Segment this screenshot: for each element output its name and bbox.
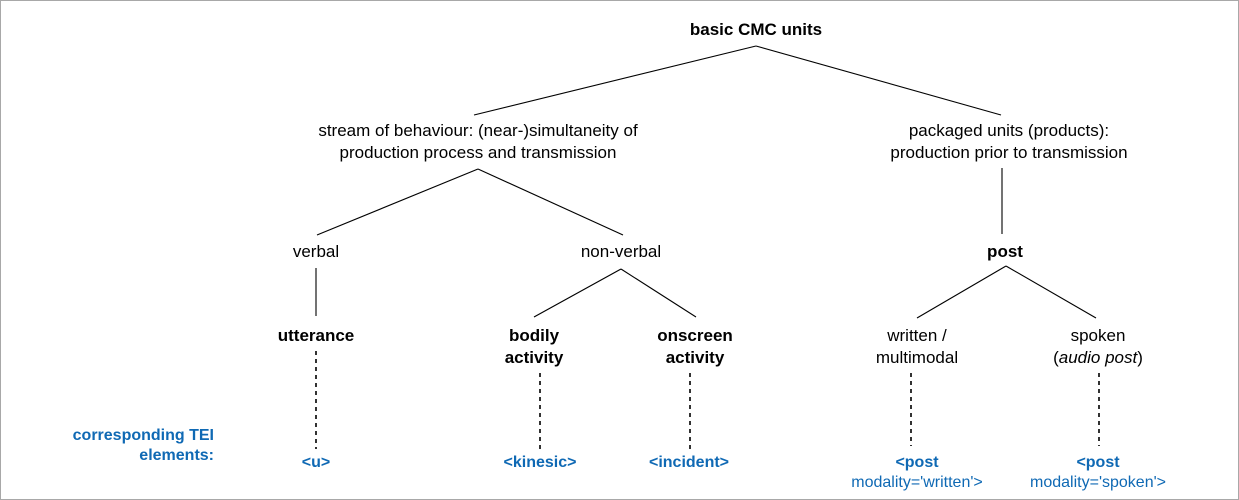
paren-open: ( [1053,347,1059,367]
node-label-line1: packaged units (products): [908,121,1110,140]
node-label: verbal [292,242,340,261]
paren-close: ) [1137,347,1143,367]
tei-tag-line2: modality='written'> [851,474,983,492]
node-non-verbal: non-verbal [581,241,661,263]
node-stream-of-behaviour: stream of behaviour: (near-)simultaneity… [318,120,637,164]
node-label-line2: (audio post) [1053,347,1143,369]
node-label: post [987,242,1023,261]
node-label-line1: spoken [1070,326,1126,345]
node-label-line1: onscreen [657,326,733,345]
node-label-line1: utterance [277,326,355,345]
edge-root-to-packaged [755,45,1002,116]
tei-tag-line2: modality='spoken'> [1030,474,1166,492]
edge-post-to-spoken [1005,265,1097,319]
edge-post-to-written [916,265,1007,319]
node-spoken-audio-post: spoken (audio post) [1053,325,1143,369]
node-utterance: utterance [278,325,355,347]
tei-element-incident: <incident> [649,453,729,473]
audio-post-italic: audio post [1058,347,1138,367]
node-label: non-verbal [580,242,662,261]
tei-tag-line1: <post [895,454,939,471]
tei-element-u: <u> [302,453,330,473]
tei-element-post-written: <post modality='written'> [851,453,983,494]
tei-tag-line1: <kinesic> [503,454,577,471]
edge-stream-to-verbal [316,168,479,236]
tei-tag-line1: <u> [301,454,331,471]
tei-tag-line1: <post [1076,454,1120,471]
node-post: post [987,241,1023,263]
edge-nonverbal-to-onscreen [620,268,697,318]
tei-element-post-spoken: <post modality='spoken'> [1030,453,1166,494]
node-label-line1: stream of behaviour: (near-)simultaneity… [318,121,638,140]
node-onscreen-activity: onscreen activity [657,325,733,369]
tei-tag-line1: <incident> [648,454,730,471]
tei-legend-line1: corresponding TEI [72,427,214,444]
node-basic-cmc-units: basic CMC units [690,19,822,41]
node-label: basic CMC units [689,20,823,39]
node-label-line2: multimodal [875,347,959,367]
node-verbal: verbal [293,241,339,263]
node-label-line2: activity [504,347,564,367]
node-label-line2: production process and transmission [339,142,617,162]
edge-nonverbal-to-bodily [533,268,622,318]
node-packaged-units: packaged units (products): production pr… [890,120,1127,164]
tei-legend: corresponding TEI elements: [73,426,214,467]
node-written-multimodal: written / multimodal [876,325,958,369]
node-label-line1: written / [887,326,947,345]
tei-legend-line2: elements: [139,447,214,465]
node-label-line2: activity [665,347,725,367]
edge-root-to-stream [473,45,757,116]
edge-stream-to-nonverbal [477,168,624,236]
node-bodily-activity: bodily activity [505,325,564,369]
tei-element-kinesic: <kinesic> [504,453,577,473]
node-label-line2: production prior to transmission [890,142,1128,162]
node-label-line1: bodily [508,326,560,345]
